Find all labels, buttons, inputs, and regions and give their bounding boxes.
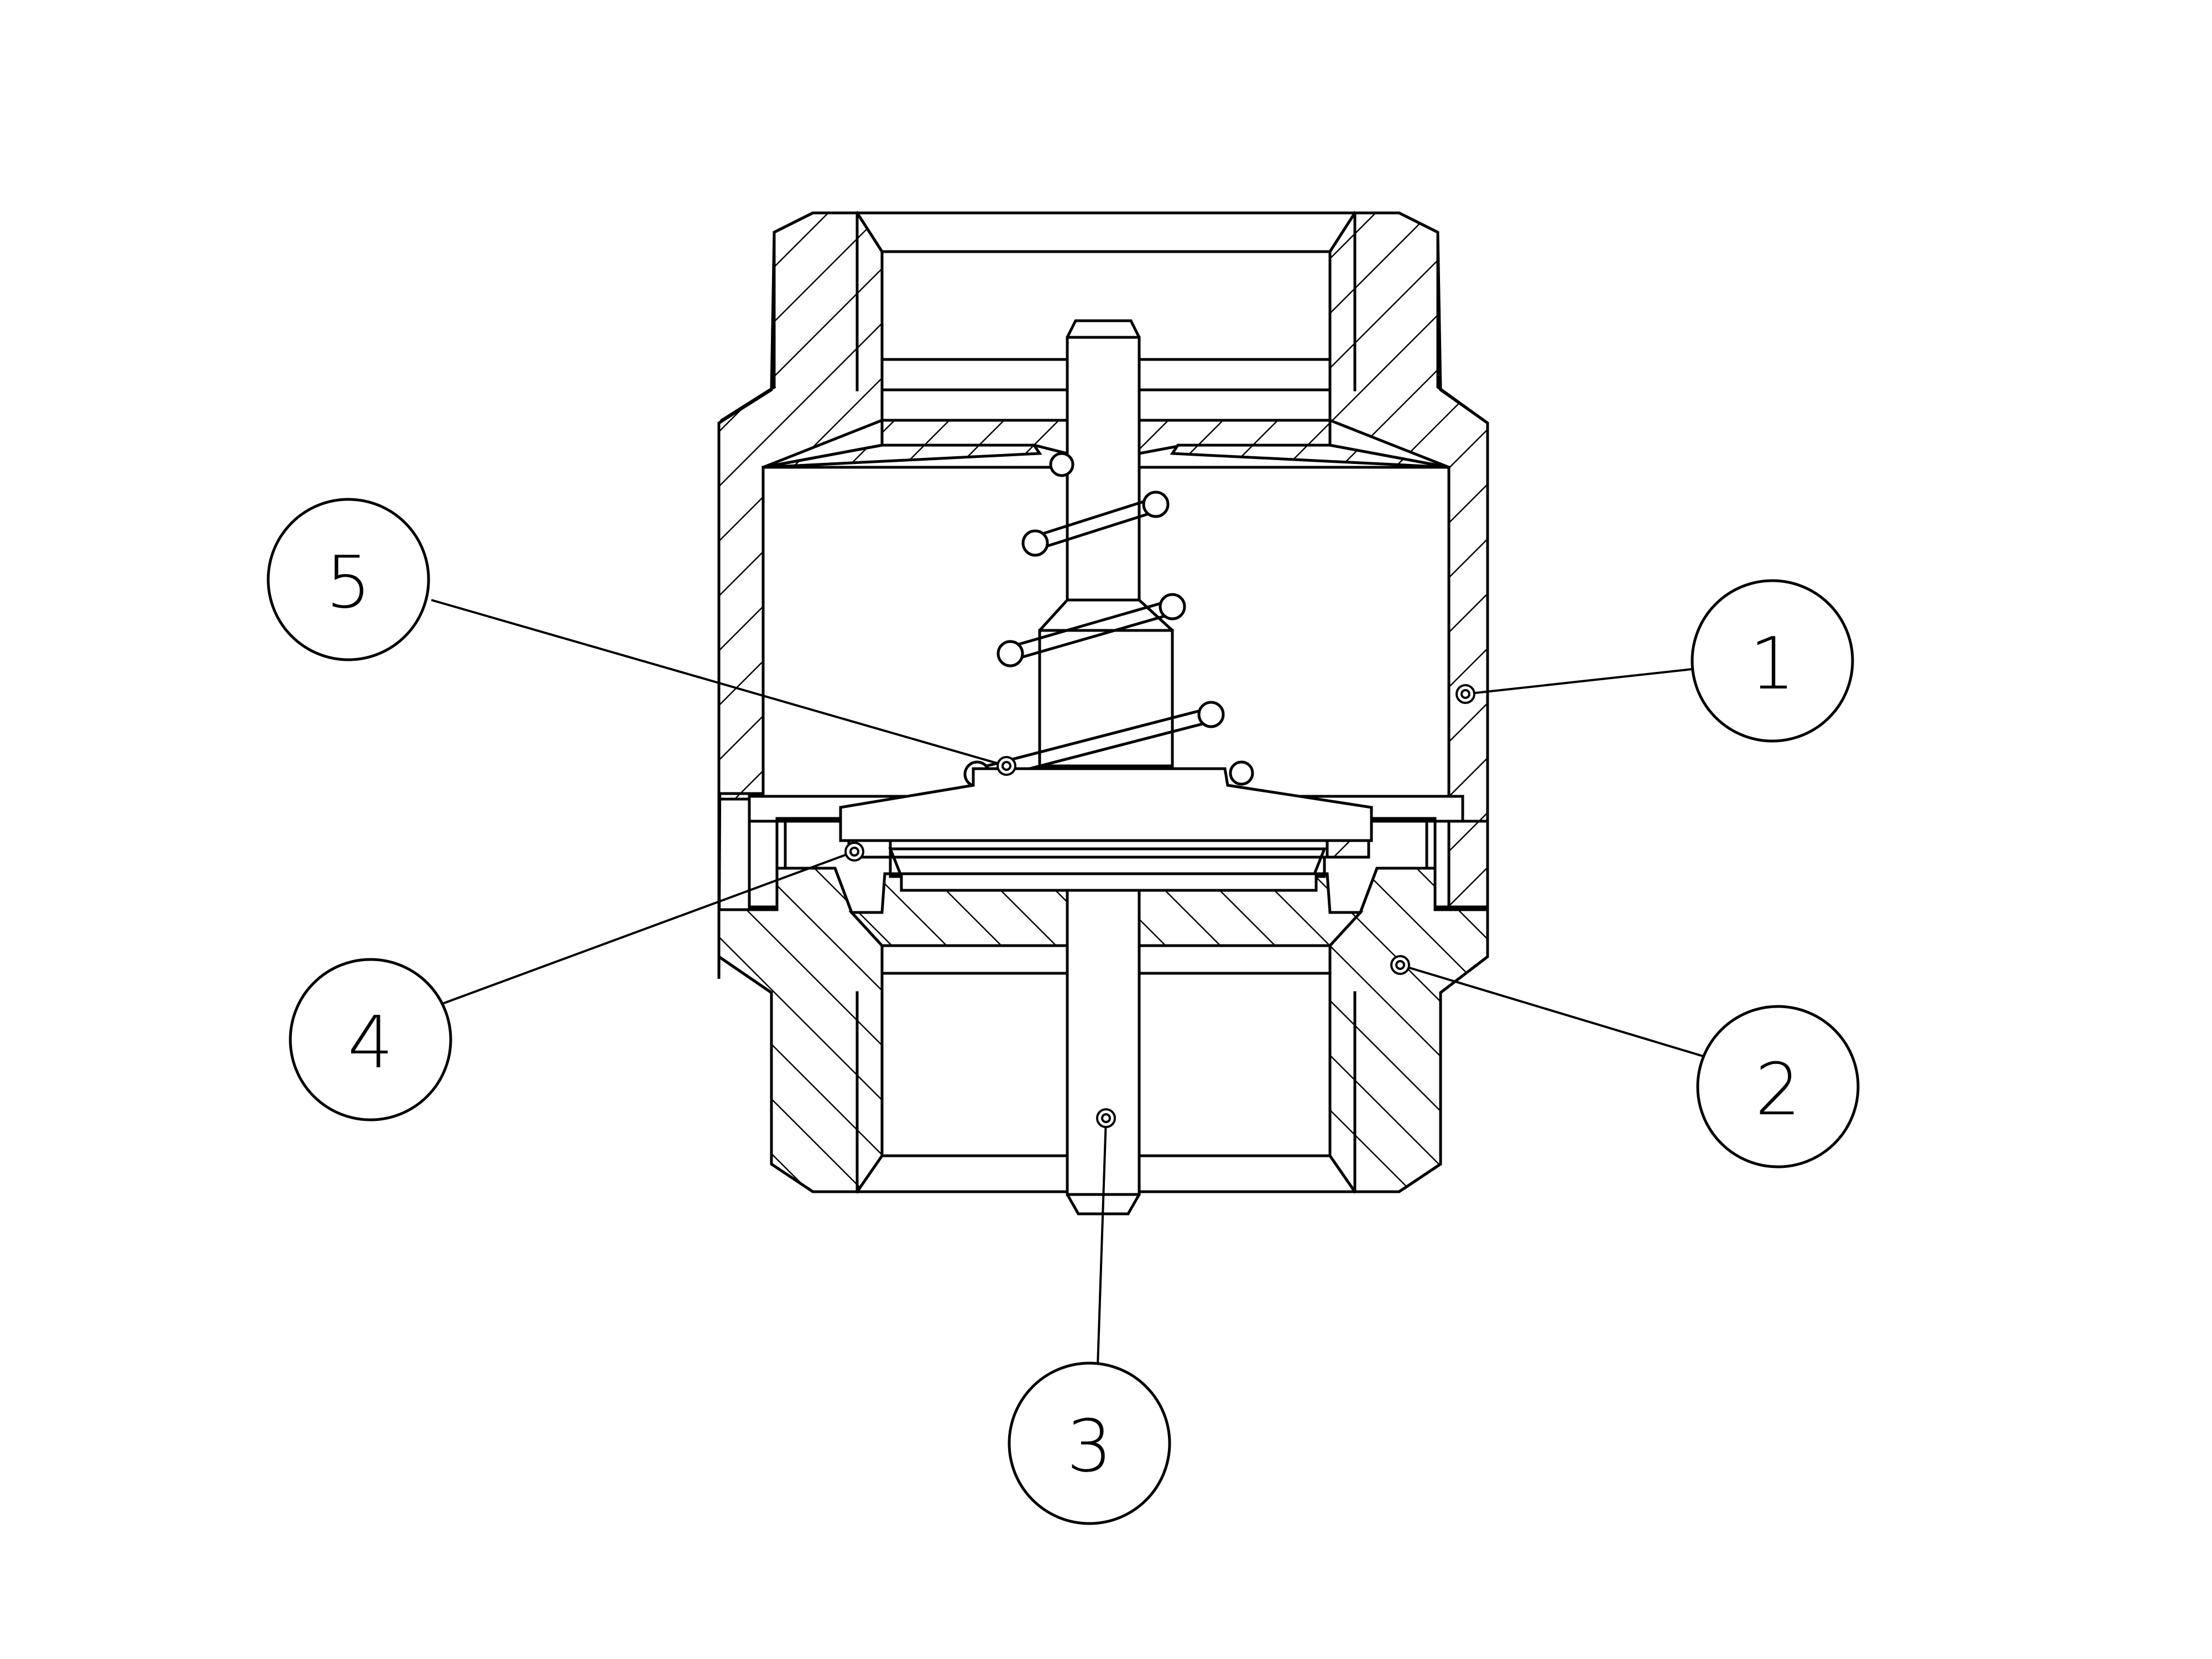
leader-anchors: [844, 684, 1475, 1128]
leader-5: [431, 599, 1007, 767]
balloon-3-label: 3: [1067, 1404, 1113, 1488]
leader-4: [442, 851, 855, 1005]
balloon-5-label: 5: [326, 540, 372, 624]
balloon-1-label: 1: [1750, 622, 1796, 706]
balloon-5: 5: [267, 498, 430, 661]
valve-disc: [839, 767, 1373, 892]
balloon-3: 3: [1008, 1361, 1171, 1525]
balloon-2: 2: [1696, 1005, 1860, 1168]
leader-lines: [431, 599, 1704, 1366]
leader-2: [1400, 964, 1704, 1057]
balloon-4-label: 4: [348, 1000, 394, 1084]
balloon-2-label: 2: [1755, 1047, 1801, 1131]
balloon-4: 4: [289, 958, 452, 1121]
leader-1: [1465, 668, 1693, 695]
spring: [963, 452, 1254, 788]
valve-stem: [1038, 319, 1174, 1215]
balloon-1: 1: [1691, 579, 1854, 743]
leader-3: [1097, 1118, 1107, 1366]
